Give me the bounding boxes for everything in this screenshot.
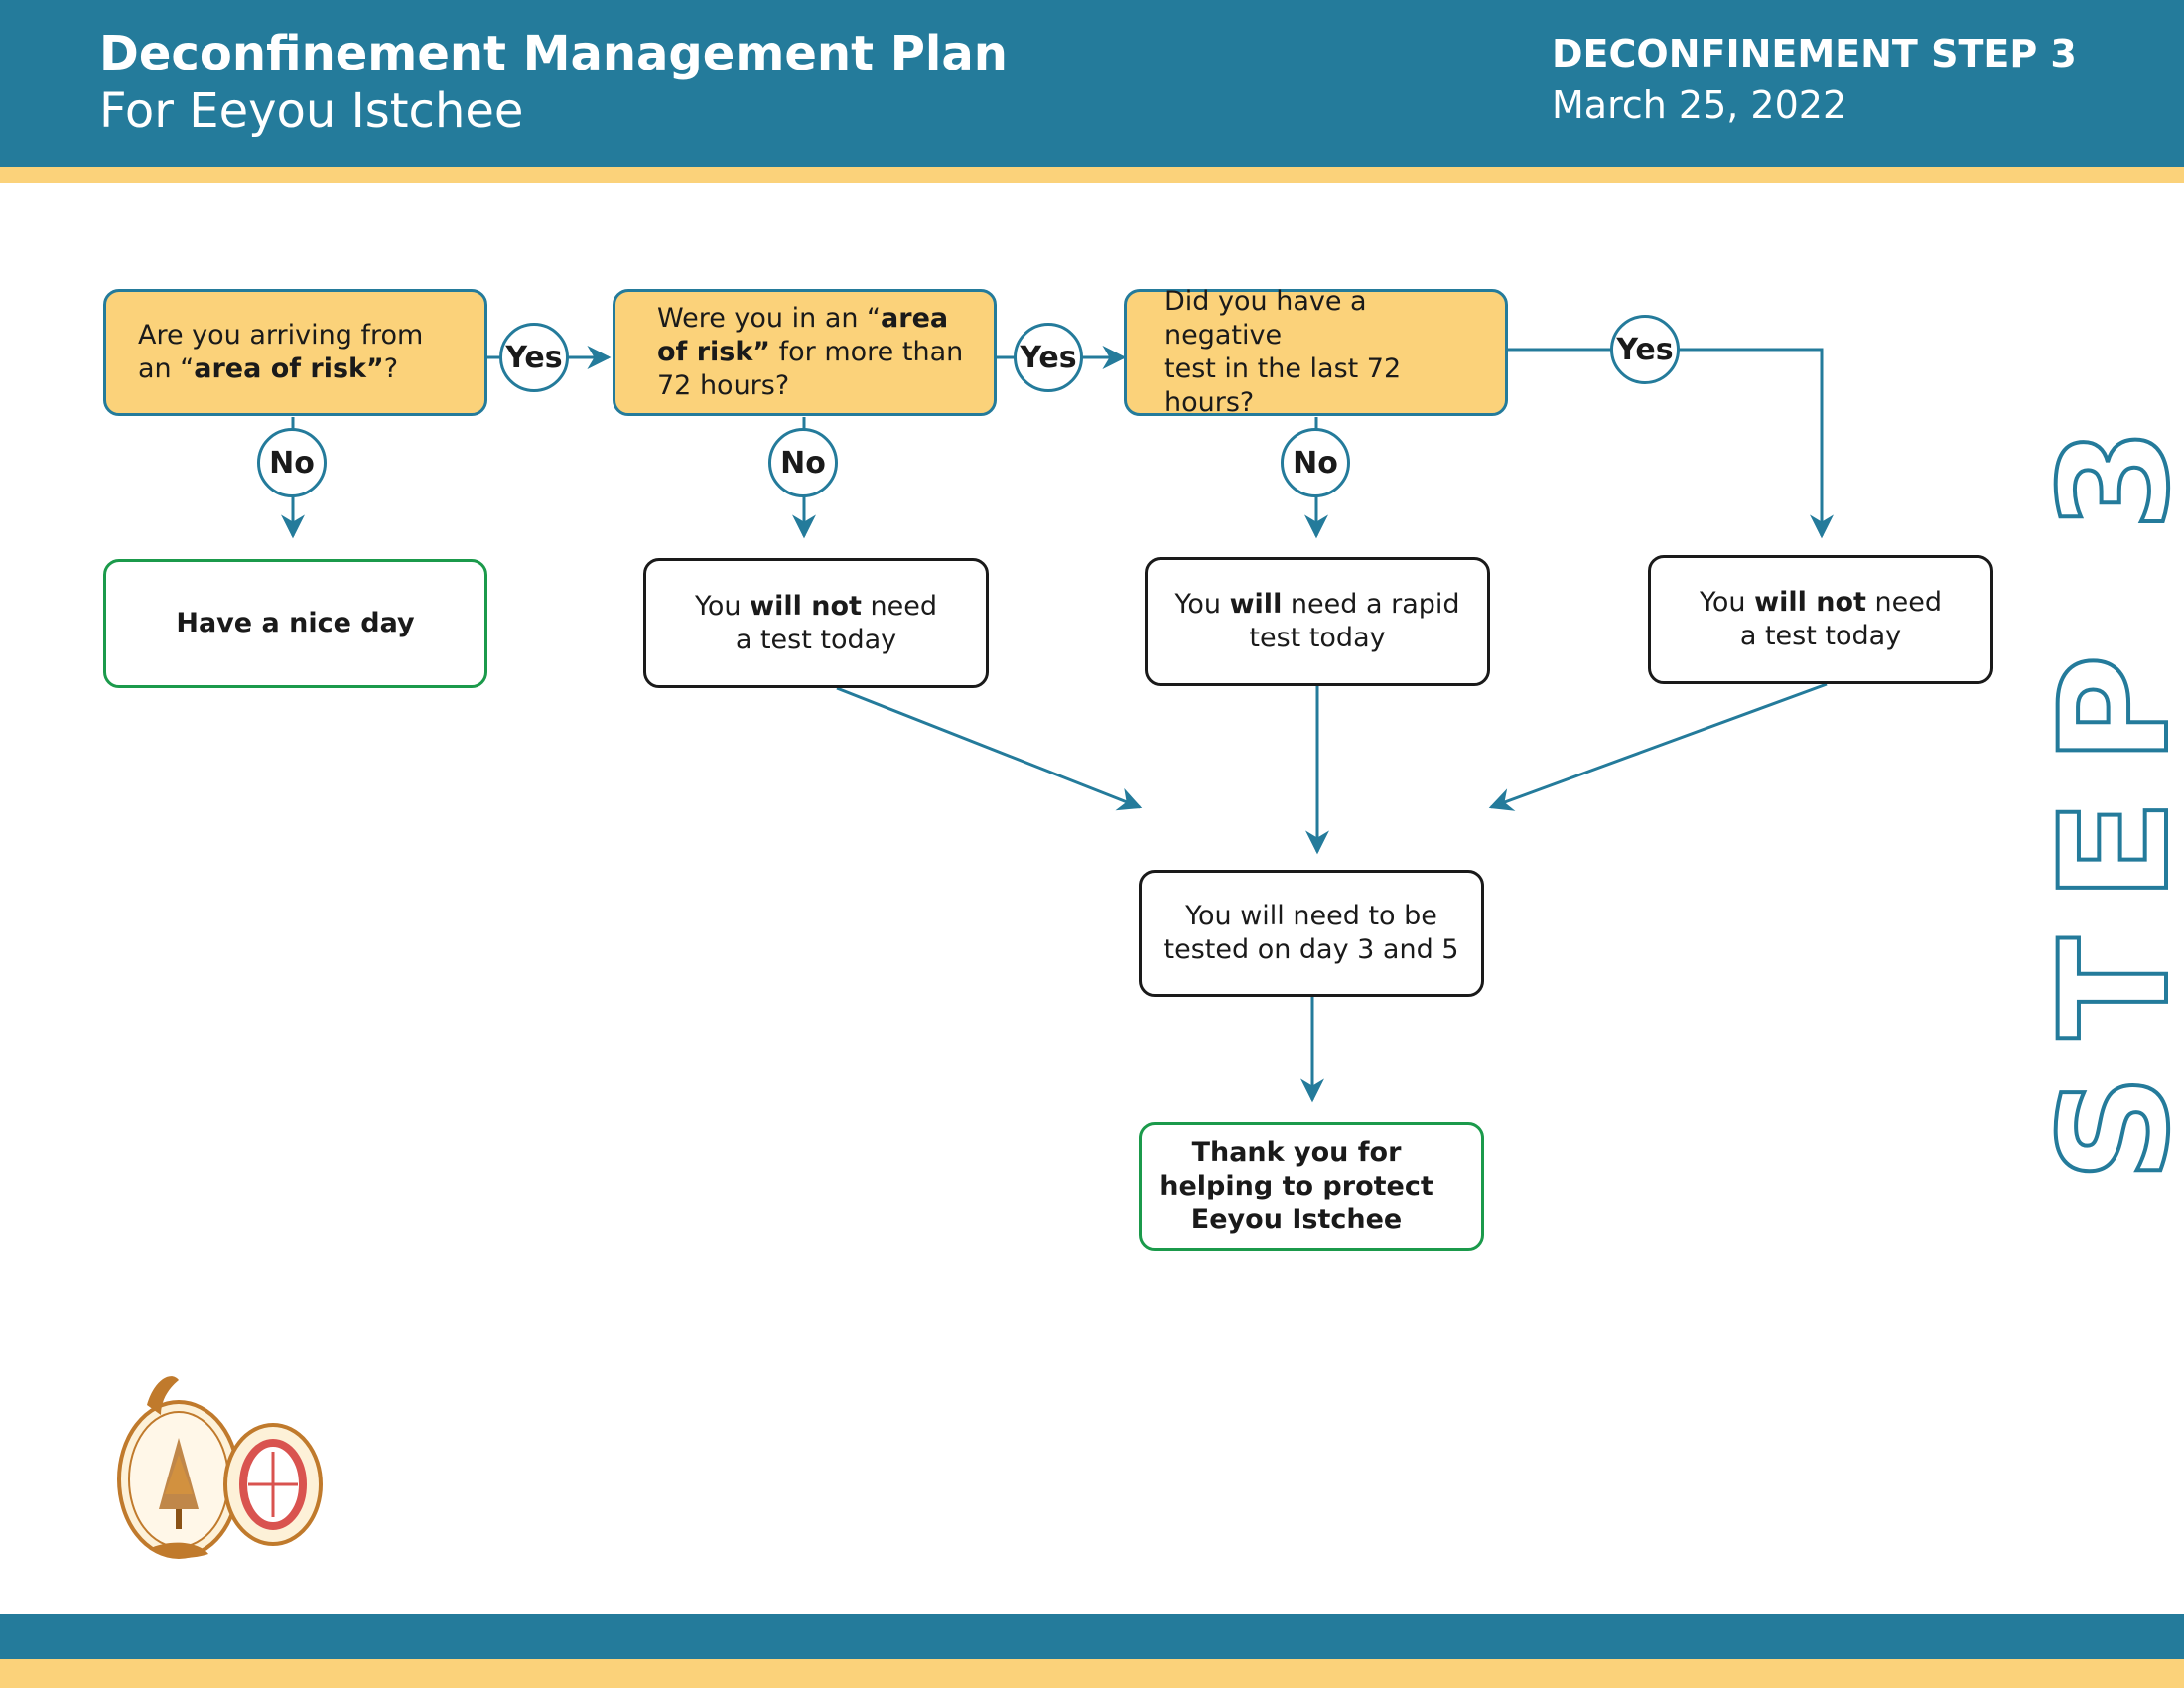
page-title: Deconfinement Management Plan xyxy=(99,26,1008,81)
header-stripe xyxy=(0,167,2184,183)
no-badge: No xyxy=(257,428,327,497)
connector-notest2-day35 xyxy=(1488,682,1828,811)
q2-emphasis-b: of risk” xyxy=(657,337,771,367)
q1-text-b: an “ xyxy=(138,353,195,384)
date: March 25, 2022 xyxy=(1552,83,1847,127)
thank-you-line: Eeyou Istchee xyxy=(1190,1204,1403,1235)
q1-emphasis: area of risk” xyxy=(194,353,384,384)
yes-badge: Yes xyxy=(1014,323,1083,392)
outcome-have-a-nice-day: Have a nice day xyxy=(103,559,487,688)
nice-day-text: Have a nice day xyxy=(176,608,415,638)
no-test-2-text-c: a test today xyxy=(1739,621,1902,651)
day35-text: You will need to be xyxy=(1185,901,1437,931)
outcome-rapid-test-needed: You will need a rapid test today xyxy=(1145,557,1490,686)
page-subtitle: For Eeyou Istchee xyxy=(99,83,524,139)
no-test-2-emphasis: will not xyxy=(1754,587,1866,618)
outcome-no-test-needed: You will not need a test today xyxy=(643,558,989,688)
no-test-2-text: You xyxy=(1699,587,1746,618)
footer-stripe xyxy=(0,1659,2184,1688)
question-negative-test-72h: Did you have a negative test in the last… xyxy=(1124,286,1508,418)
outcome-no-test-needed: You will not need a test today xyxy=(1648,555,1993,684)
step-3-vertical-label: STEP 3 xyxy=(2045,407,2184,1182)
no-test-1-text-c: a test today xyxy=(735,624,897,655)
q2-emphasis-a: area xyxy=(881,303,949,334)
q2-text: Were you in an “ xyxy=(657,303,882,334)
q1-text: Are you arriving from xyxy=(138,320,424,351)
q3-text-b: test in the last 72 hours? xyxy=(1164,353,1402,418)
yes-badge: Yes xyxy=(1610,315,1680,384)
rapid-text: You xyxy=(1174,589,1222,620)
outcome-thank-you: Thank you for helping to protect Eeyou I… xyxy=(1139,1122,1484,1251)
thank-you-line: Thank you for xyxy=(1191,1137,1402,1168)
cree-nation-emblem-icon xyxy=(117,1376,323,1559)
question-arriving-from-risk-area: Are you arriving from an “area of risk”? xyxy=(103,289,487,416)
q2-text-c: 72 hours? xyxy=(657,370,790,401)
no-test-2-text-b: need xyxy=(1874,587,1942,618)
rapid-text-b: need a rapid xyxy=(1290,589,1460,620)
no-test-1-emphasis: will not xyxy=(750,590,862,622)
footer-bar xyxy=(0,1614,2184,1659)
no-badge: No xyxy=(1281,428,1350,497)
question-in-risk-area-72h: Were you in an “area of risk” for more t… xyxy=(613,289,997,416)
rapid-text-c: test today xyxy=(1249,623,1386,653)
step-3-text: STEP 3 xyxy=(2045,407,2184,1182)
q2-text-b: for more than xyxy=(778,337,964,367)
thank-you-line: helping to protect xyxy=(1160,1171,1433,1201)
no-test-1-text-b: need xyxy=(870,590,937,622)
rapid-emphasis: will xyxy=(1229,589,1283,620)
q1-text-c: ? xyxy=(383,353,399,384)
no-test-1-text: You xyxy=(694,590,742,622)
connector-notest1-day35 xyxy=(836,686,1143,811)
yes-badge: Yes xyxy=(499,323,569,392)
q3-text: Did you have a negative xyxy=(1164,286,1367,351)
no-badge: No xyxy=(768,428,838,497)
outcome-test-day-3-and-5: You will need to be tested on day 3 and … xyxy=(1139,870,1484,997)
step-label: DECONFINEMENT STEP 3 xyxy=(1552,32,2077,75)
header-bar: Deconfinement Management Plan For Eeyou … xyxy=(0,0,2184,167)
day35-text-b: tested on day 3 and 5 xyxy=(1163,934,1459,965)
